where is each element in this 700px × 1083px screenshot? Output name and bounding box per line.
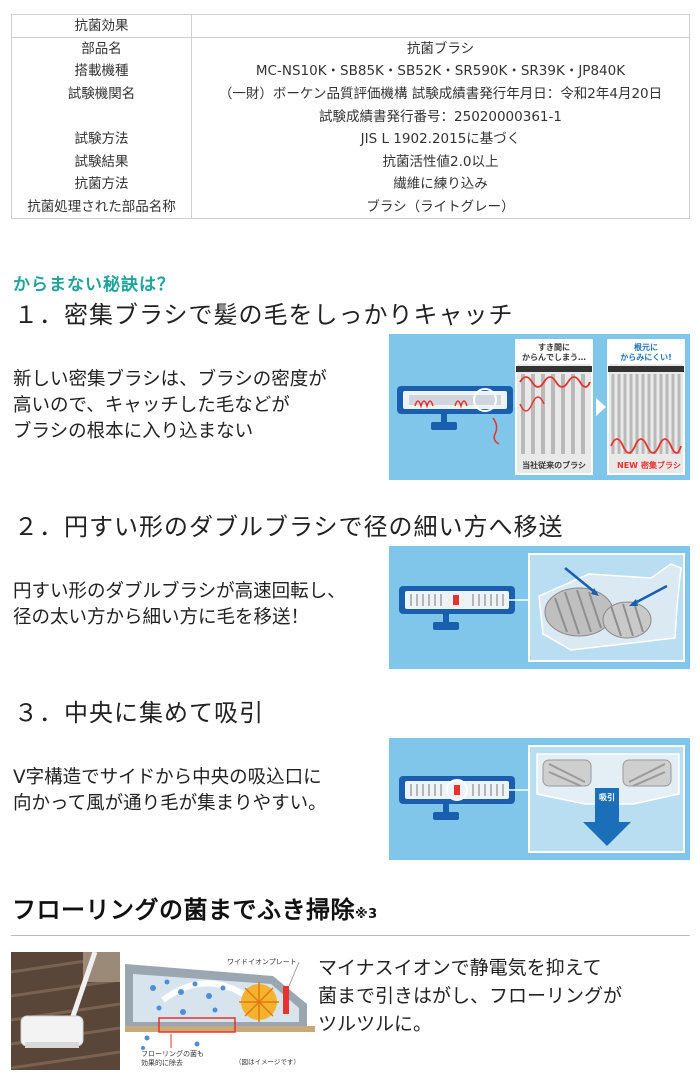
panel-b-caption-1: 根元に <box>634 342 658 352</box>
floor-line-1: マイナスイオンで静電気を抑えて <box>318 957 602 979</box>
point-2-line-2: 径の太い方から細い方に毛を移送！ <box>13 607 310 628</box>
point-2-description: 円すい形のダブルブラシが高速回転し、 径の太い方から細い方に毛を移送！ <box>13 579 346 631</box>
spec-value: （一財）ボーケン品質評価機構 試験成績書発行年月日：令和2年4月20日 <box>191 82 690 106</box>
ion-plate-label: ワイドイオンプレート <box>227 958 297 966</box>
suction-closeup: 吸引 <box>528 745 685 853</box>
panel-b-caption-2: からみにくい! <box>620 353 672 362</box>
diagram-image-note: （図はイメージです） <box>235 1058 300 1066</box>
point-1-illustration: すき間に からんでしまう… 当社従来のブラシ 根元に からみにくい! NEW 密… <box>389 334 690 480</box>
spec-value: ブラシ（ライトグレー） <box>191 195 690 219</box>
ion-plate-diagram: ワイドイオンプレート フローリングの菌も 効果的に除去 （図はイメージです） <box>123 952 316 1070</box>
panel-b-footer-new: NEW <box>617 461 638 470</box>
spec-label: 試験機関名 <box>11 82 192 106</box>
spec-row: 試験機関名（一財）ボーケン品質評価機構 試験成績書発行年月日：令和2年4月20日 <box>11 82 690 106</box>
spec-value: 繊維に練り込み <box>191 173 690 196</box>
point-3-description: V字構造でサイドから中央の吸込口に 向かって風が通り毛が集まりやすい。 <box>13 765 327 817</box>
point-3-title: ３．中央に集めて吸引 <box>14 699 264 727</box>
spec-label: 部品名 <box>11 37 192 61</box>
point-2-title: ２．円すい形のダブルブラシで径の細い方へ移送 <box>14 513 564 541</box>
spec-value: MC-NS10K・SB85K・SB52K・SR590K・SR39K・JP840K <box>191 60 690 83</box>
dense-brush-panel: 根元に からみにくい! NEW 密集ブラシ <box>607 339 685 475</box>
point-3-line-2: 向かって風が通り毛が集まりやすい。 <box>13 793 327 814</box>
section-divider <box>11 935 690 936</box>
spec-value: 抗菌活性値2.0以上 <box>191 150 690 174</box>
panel-a-caption-1: すき間に <box>538 343 570 352</box>
diagram-caption-1: フローリングの菌も <box>141 1049 204 1058</box>
spec-label: 試験結果 <box>11 150 192 174</box>
point-2-line-1: 円すい形のダブルブラシが高速回転し、 <box>13 581 346 602</box>
panel-a-footer: 当社従来のブラシ <box>522 460 586 470</box>
spec-value: JIS L 1902.2015に基づく <box>191 127 690 151</box>
spec-label: 搭載機種 <box>11 60 192 83</box>
floor-line-2: 菌まで引きはがし、フローリングが <box>318 985 623 1007</box>
spec-row: 試験結果抗菌活性値2.0以上 <box>11 150 690 174</box>
spec-value <box>191 14 690 38</box>
panel-a-caption-2: からんでしまう… <box>522 353 586 362</box>
point-1-title: １．密集ブラシで髪の毛をしっかりキャッチ <box>14 301 514 329</box>
conventional-brush-panel: すき間に からんでしまう… 当社従来のブラシ <box>515 339 593 475</box>
spec-row: 試験成績書発行番号：25020000361-1 <box>11 105 690 128</box>
brush-head-icon <box>397 386 513 445</box>
spec-label: 抗菌効果 <box>11 14 192 38</box>
point-3-line-1: V字構造でサイドから中央の吸込口に <box>13 767 322 788</box>
point-1-line-1: 新しい密集ブラシは、ブラシの密度が <box>13 369 327 390</box>
diagram-caption-2: 効果的に除去 <box>141 1058 183 1067</box>
floor-line-3: ツルツルに。 <box>318 1013 433 1035</box>
point-3-illustration: 吸引 <box>389 738 690 860</box>
arrow-right-icon <box>596 398 606 416</box>
floor-section-title: フローリングの菌までふき掃除※3 <box>12 890 378 925</box>
brush-head-icon <box>399 586 529 630</box>
spec-row: 部品名抗菌ブラシ <box>11 37 690 61</box>
spec-value: 抗菌ブラシ <box>191 37 690 61</box>
double-brush-closeup <box>528 553 685 662</box>
spec-label <box>11 105 192 128</box>
spec-row: 抗菌処理された部品名称ブラシ（ライトグレー） <box>11 195 690 219</box>
floor-description: マイナスイオンで静電気を抑えて 菌まで引きはがし、フローリングが ツルツルに。 <box>318 954 622 1038</box>
point-1-line-3: ブラシの根本に入り込まない <box>13 421 254 442</box>
point-2-illustration <box>389 546 690 669</box>
floor-title-text: フローリングの菌までふき掃除 <box>12 896 355 924</box>
point-1-line-2: 高いので、キャッチした毛などが <box>13 395 290 416</box>
point-1-description: 新しい密集ブラシは、ブラシの密度が 高いので、キャッチした毛などが ブラシの根本… <box>13 367 327 445</box>
suction-label: 吸引 <box>599 792 615 802</box>
floor-title-note: ※3 <box>355 907 378 922</box>
spec-label: 抗菌方法 <box>11 173 192 196</box>
spec-label: 抗菌処理された部品名称 <box>11 195 192 219</box>
spec-value: 試験成績書発行番号：25020000361-1 <box>191 105 690 128</box>
spec-row: 抗菌効果 <box>11 14 690 38</box>
secret-heading: からまない秘訣は？ <box>13 275 175 295</box>
spec-row: 抗菌方法繊維に練り込み <box>11 173 690 196</box>
vacuum-on-floor-photo <box>11 952 120 1070</box>
brush-head-icon <box>399 776 529 820</box>
panel-b-footer: 密集ブラシ <box>640 460 681 470</box>
spec-label: 試験方法 <box>11 127 192 151</box>
